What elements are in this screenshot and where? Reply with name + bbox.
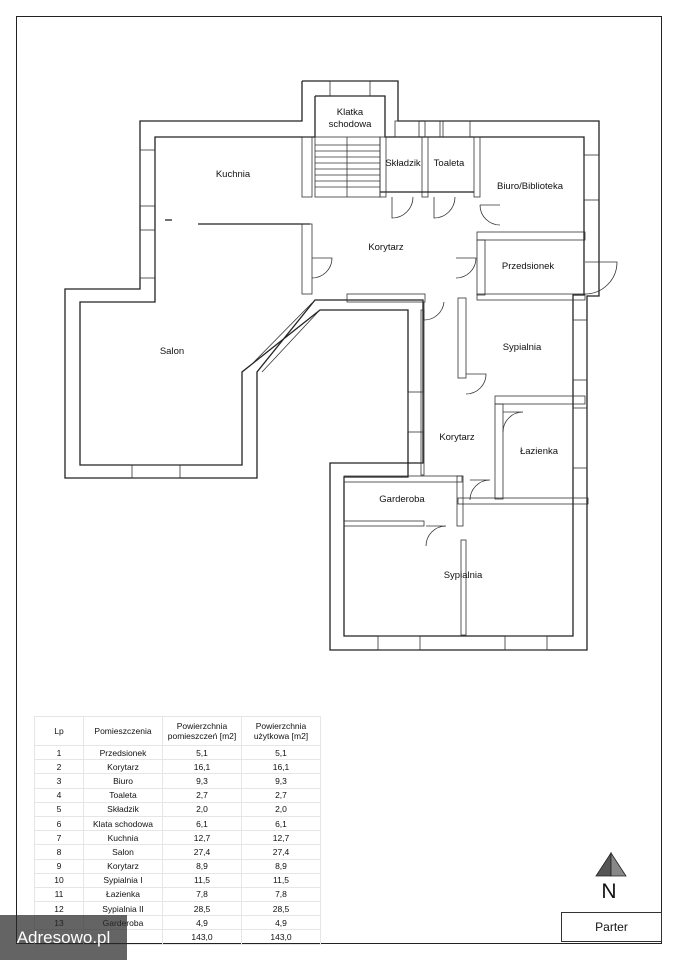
table-cell: 16,1 [162,759,242,775]
staircase [314,136,381,198]
table-cell: 2,7 [241,787,321,803]
room-label-korytarz-main: Korytarz [368,242,404,253]
table-cell: 27,4 [162,844,242,860]
table-cell: 9,3 [162,773,242,789]
table-cell: 11,5 [241,872,321,888]
table-cell: Biuro [83,773,163,789]
room-labels: Kuchnia Klatka schodowa Składzik Toaleta… [160,107,564,581]
table-cell: 2,0 [162,801,242,817]
table-cell: Przedsionek [83,744,163,761]
interior-walls [165,136,589,636]
table-cell: 6,1 [162,815,242,832]
room-label-biuro: Biuro/Biblioteka [497,181,564,192]
outer-walls [64,80,600,651]
watermark-logo: Adresowo.pl [0,915,127,960]
table-cell: 11,5 [162,872,242,888]
sheet-name-box: Parter [561,912,662,942]
table-header-cell: Powierzchnia pomieszczeń [m2] [162,716,242,746]
table-cell: 7,8 [241,886,321,903]
windows [131,80,600,651]
table-cell: 8 [34,844,84,860]
table-cell: 7 [34,830,84,846]
table-cell: 2,7 [162,787,242,803]
table-cell: 7,8 [162,886,242,903]
table-cell: 9 [34,858,84,874]
table-cell: 4 [34,787,84,803]
table-cell: Kuchnia [83,830,163,846]
table-cell: Korytarz [83,759,163,775]
table-cell: 3 [34,773,84,789]
table-cell: 12,7 [162,830,242,846]
watermark-text: Adresowo.pl [16,927,111,947]
room-label-klatka-line2: schodowa [329,119,372,130]
table-cell: 12 [34,901,84,917]
table-cell: 5 [34,801,84,817]
table-cell: Klata schodowa [83,815,163,832]
room-label-garderoba: Garderoba [379,494,425,505]
table-cell: 28,5 [241,901,321,917]
table-cell: 12,7 [241,830,321,846]
table-header-cell: Lp [34,716,84,746]
room-label-kuchnia: Kuchnia [216,169,251,180]
table-cell: Sypialnia II [83,901,163,917]
drawing-sheet-border [16,16,662,944]
table-header-cell: Pomieszczenia [83,716,163,746]
table-cell: 143,0 [162,929,242,945]
room-label-salon: Salon [160,346,184,357]
table-cell: 11 [34,886,84,903]
table-cell: 27,4 [241,844,321,860]
table-cell: 5,1 [162,744,242,761]
room-label-przedsionek: Przedsionek [502,261,555,272]
room-label-sypialnia-upper: Sypialnia [503,342,542,353]
room-label-lazienka: Łazienka [520,446,559,457]
table-cell: Korytarz [83,858,163,874]
table-cell: 2,0 [241,801,321,817]
table-cell: Składzik [83,801,163,817]
sheet-name: Parter [595,920,628,934]
table-header-cell: Powierzchnia użytkowa [m2] [241,716,321,746]
table-cell: Salon [83,844,163,860]
room-label-klatka-line1: Klatka [337,107,364,118]
table-cell: 28,5 [162,901,242,917]
table-cell: 4,9 [162,915,242,931]
table-cell: 1 [34,744,84,761]
room-label-korytarz-lower: Korytarz [439,432,475,443]
table-cell: 6 [34,815,84,832]
table-cell: 5,1 [241,744,321,761]
table-cell: 8,9 [162,858,242,874]
room-label-sypialnia-lower: Sypialnia [444,570,483,581]
north-arrow-icon [595,852,627,877]
table-cell: 2 [34,759,84,775]
table-cell: 10 [34,872,84,888]
table-cell: 143,0 [241,929,321,945]
doors [311,196,618,547]
room-label-skladzik: Składzik [385,158,421,169]
table-cell: 8,9 [241,858,321,874]
north-letter: N [601,880,617,903]
table-cell: 6,1 [241,815,321,832]
table-cell: Łazienka [83,886,163,903]
table-cell: Sypialnia I [83,872,163,888]
room-label-toaleta: Toaleta [434,158,465,169]
table-cell: 4,9 [241,915,321,931]
table-cell: Toaleta [83,787,163,803]
table-cell: 16,1 [241,759,321,775]
table-cell: 9,3 [241,773,321,789]
